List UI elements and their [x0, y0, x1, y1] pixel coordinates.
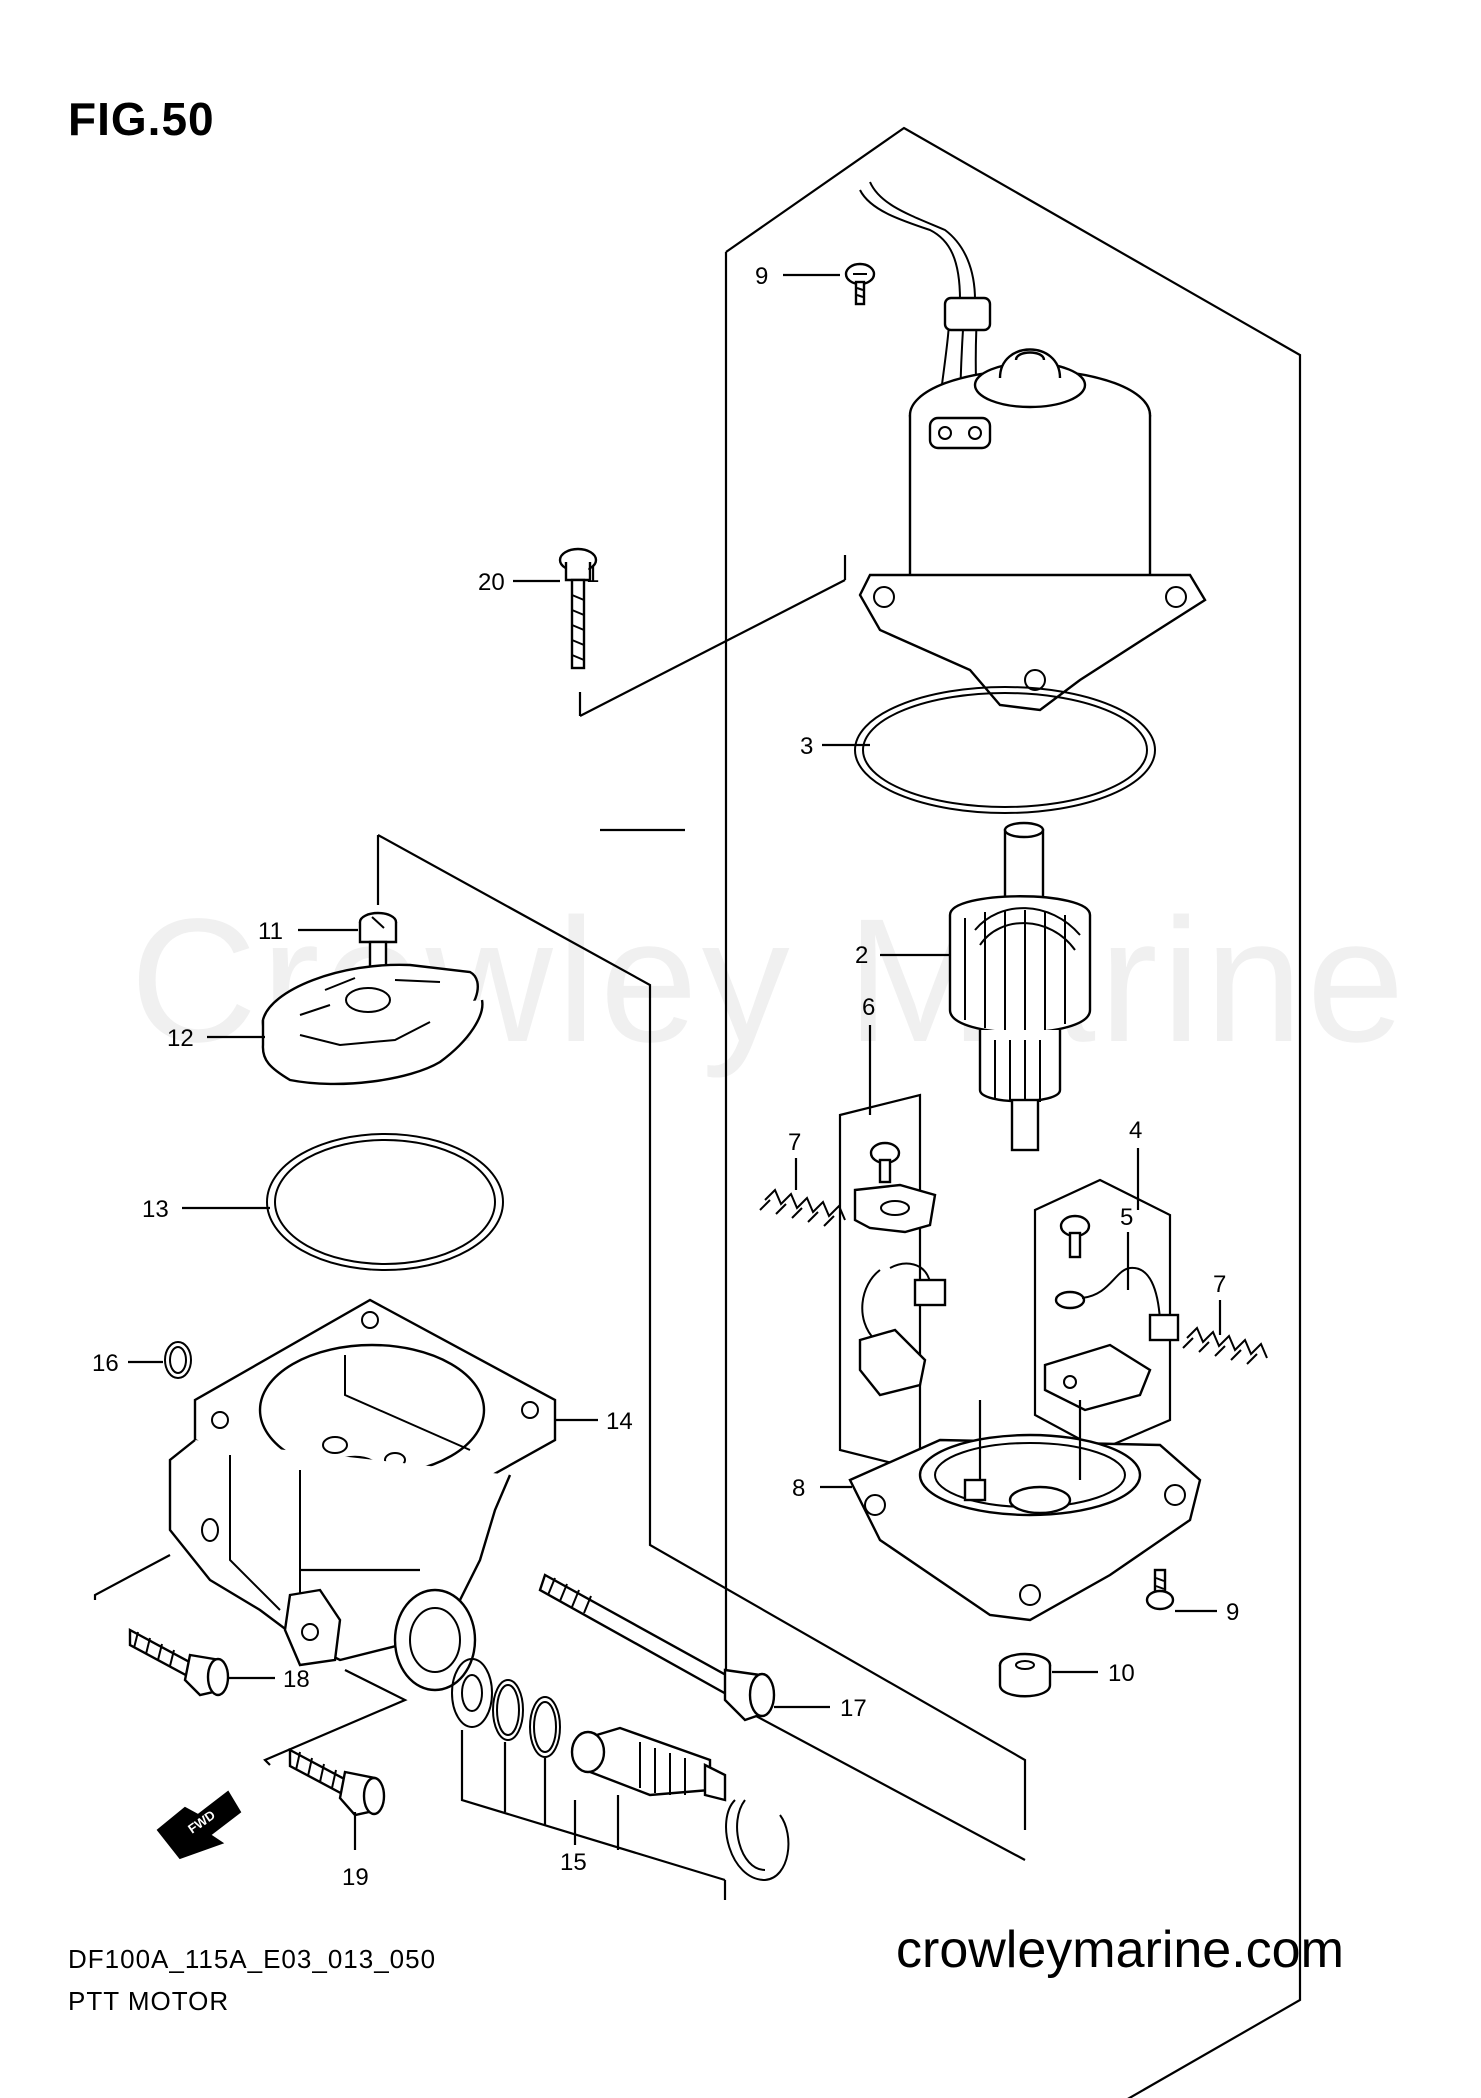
fwd-direction-badge: FWD: [156, 1790, 242, 1860]
diagram-code: DF100A_115A_E03_013_050: [68, 1944, 437, 1974]
seal-kit-15: [451, 1658, 790, 1900]
callout-7-right: 7: [1213, 1271, 1226, 1298]
callout-10: 10: [1108, 1660, 1135, 1687]
callout-9-top: 9: [755, 263, 768, 290]
callout-18: 18: [283, 1666, 310, 1693]
brush-holder-4: [1033, 1178, 1180, 1452]
plate-12: [261, 963, 484, 1086]
callout-4: 4: [1129, 1117, 1142, 1144]
armature-2: [948, 821, 1092, 1152]
spacer-10: [998, 1652, 1052, 1698]
callout-1: 1: [586, 561, 599, 588]
callout-15: 15: [560, 1849, 587, 1876]
spring-7-left: [759, 1188, 846, 1227]
oring-16: [164, 1341, 192, 1379]
bolt-17: [538, 1573, 776, 1722]
assembly-guide-lines: [93, 1554, 420, 1766]
callout-17: 17: [840, 1695, 867, 1722]
diagram-name: PTT MOTOR: [68, 1986, 230, 2016]
bolt-18: [128, 1627, 230, 1697]
callout-6: 6: [862, 994, 875, 1021]
oring-13: [266, 1133, 504, 1271]
callout-13: 13: [142, 1196, 169, 1223]
bolt-19: [288, 1748, 386, 1817]
callout-19: 19: [342, 1864, 369, 1891]
brush-holder-6: [838, 1093, 947, 1472]
motor-housing: [858, 181, 1207, 712]
callout-12: 12: [167, 1025, 194, 1052]
callout-numbers: 1 2 3 4 5 6 7 7 8 9 9 10 11 12 13 14 15 …: [92, 263, 1239, 1891]
spring-7-right: [1182, 1326, 1268, 1365]
callout-9-bottom: 9: [1226, 1599, 1239, 1626]
callout-11: 11: [258, 918, 283, 945]
callout-20: 20: [478, 569, 505, 596]
screw-9-top: [844, 262, 876, 306]
end-cap-8: [848, 1400, 1202, 1622]
callout-16: 16: [92, 1350, 119, 1377]
pump-body-bracket: [376, 834, 1027, 1830]
callout-8: 8: [792, 1475, 805, 1502]
pin-11: [358, 911, 398, 970]
callout-7-left: 7: [788, 1129, 801, 1156]
screw-9-bottom: [1145, 1568, 1175, 1611]
callout-leaders: [128, 273, 1222, 1850]
oring-3: [854, 686, 1156, 814]
bolt-20: [558, 547, 598, 670]
callout-5: 5: [1120, 1204, 1133, 1231]
callout-2: 2: [855, 942, 868, 969]
figure-title: FIG.50: [68, 93, 215, 145]
callout-14: 14: [606, 1408, 633, 1435]
website-link[interactable]: crowleymarine.com: [896, 1921, 1344, 1979]
pump-body-14: [168, 1298, 557, 1692]
callout-3: 3: [800, 733, 813, 760]
